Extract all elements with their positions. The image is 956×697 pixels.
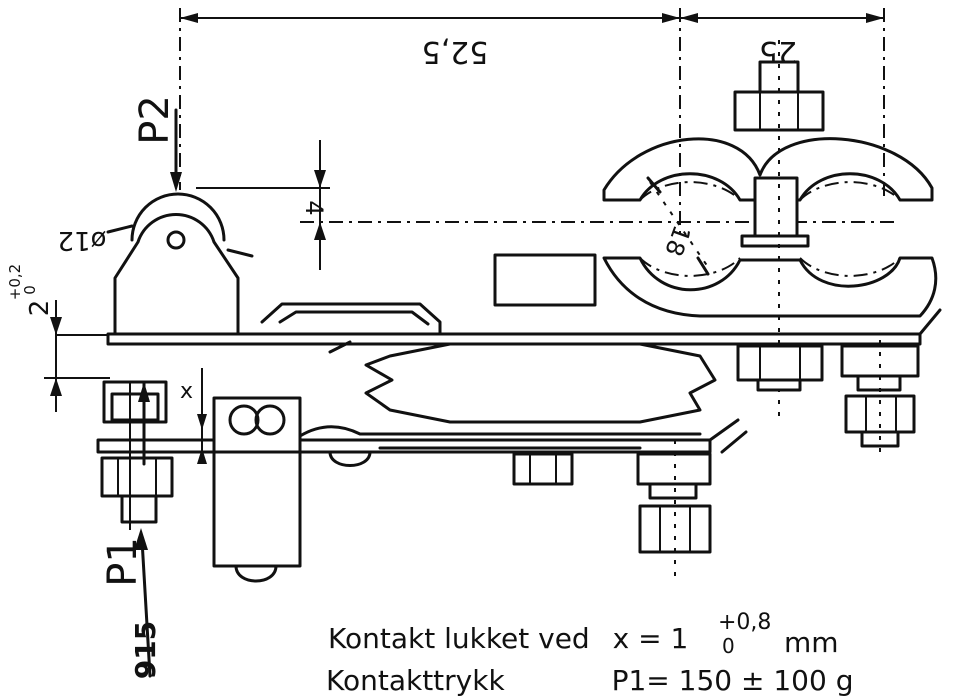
upper-contact-arm bbox=[106, 253, 942, 354]
note-tol-upper: +0,8 bbox=[718, 610, 772, 635]
force-p2-label: P2 bbox=[132, 95, 178, 145]
dimension-overall-label: 52,5 bbox=[422, 34, 489, 69]
note-contact-pressure-expr: P1= 150 ± 100 g bbox=[611, 664, 854, 697]
gap-tol-upper: +0,2 bbox=[6, 264, 24, 300]
force-p1: P1 bbox=[100, 380, 152, 678]
note-unit: mm bbox=[784, 626, 839, 659]
gap-label: 2 bbox=[25, 300, 55, 317]
dimension-gap: 2 +0,2 0 bbox=[6, 264, 110, 412]
lower-arm-nuts bbox=[512, 440, 712, 580]
left-stud bbox=[100, 380, 174, 530]
dimension-x: x bbox=[180, 368, 207, 464]
note-contact-closed: Kontakt lukket ved x = 1 bbox=[328, 622, 688, 655]
note-contact-pressure-label: Kontakttrykk bbox=[326, 664, 505, 697]
gap-tol-lower: 0 bbox=[21, 285, 39, 295]
height-label: 4 bbox=[300, 200, 328, 215]
note-contact-closed-expr: x = 1 bbox=[612, 622, 689, 655]
part-number: 915 bbox=[129, 621, 162, 679]
note-tol-lower: 0 bbox=[722, 634, 735, 658]
left-roller-block: ø12 bbox=[58, 192, 254, 337]
x-label: x bbox=[180, 379, 193, 404]
lower-contact-block bbox=[194, 396, 302, 583]
upper-arm-nuts bbox=[736, 340, 920, 460]
note-contact-closed-label: Kontakt lukket ved bbox=[328, 622, 590, 655]
cylinder-clamp: 18 bbox=[602, 40, 938, 420]
note-contact-pressure: Kontakttrykk P1= 150 ± 100 g bbox=[326, 664, 853, 697]
contact-assembly-drawing: 52,5 25 P2 ø12 4 2 +0,2 0 bbox=[6, 8, 942, 679]
force-p2: P2 bbox=[132, 95, 182, 192]
dimension-height: 4 bbox=[196, 140, 900, 270]
radius-label: 18 bbox=[659, 222, 696, 260]
diameter-label: ø12 bbox=[58, 225, 107, 255]
bellows bbox=[364, 342, 717, 424]
force-p1-label: P1 bbox=[100, 537, 146, 587]
